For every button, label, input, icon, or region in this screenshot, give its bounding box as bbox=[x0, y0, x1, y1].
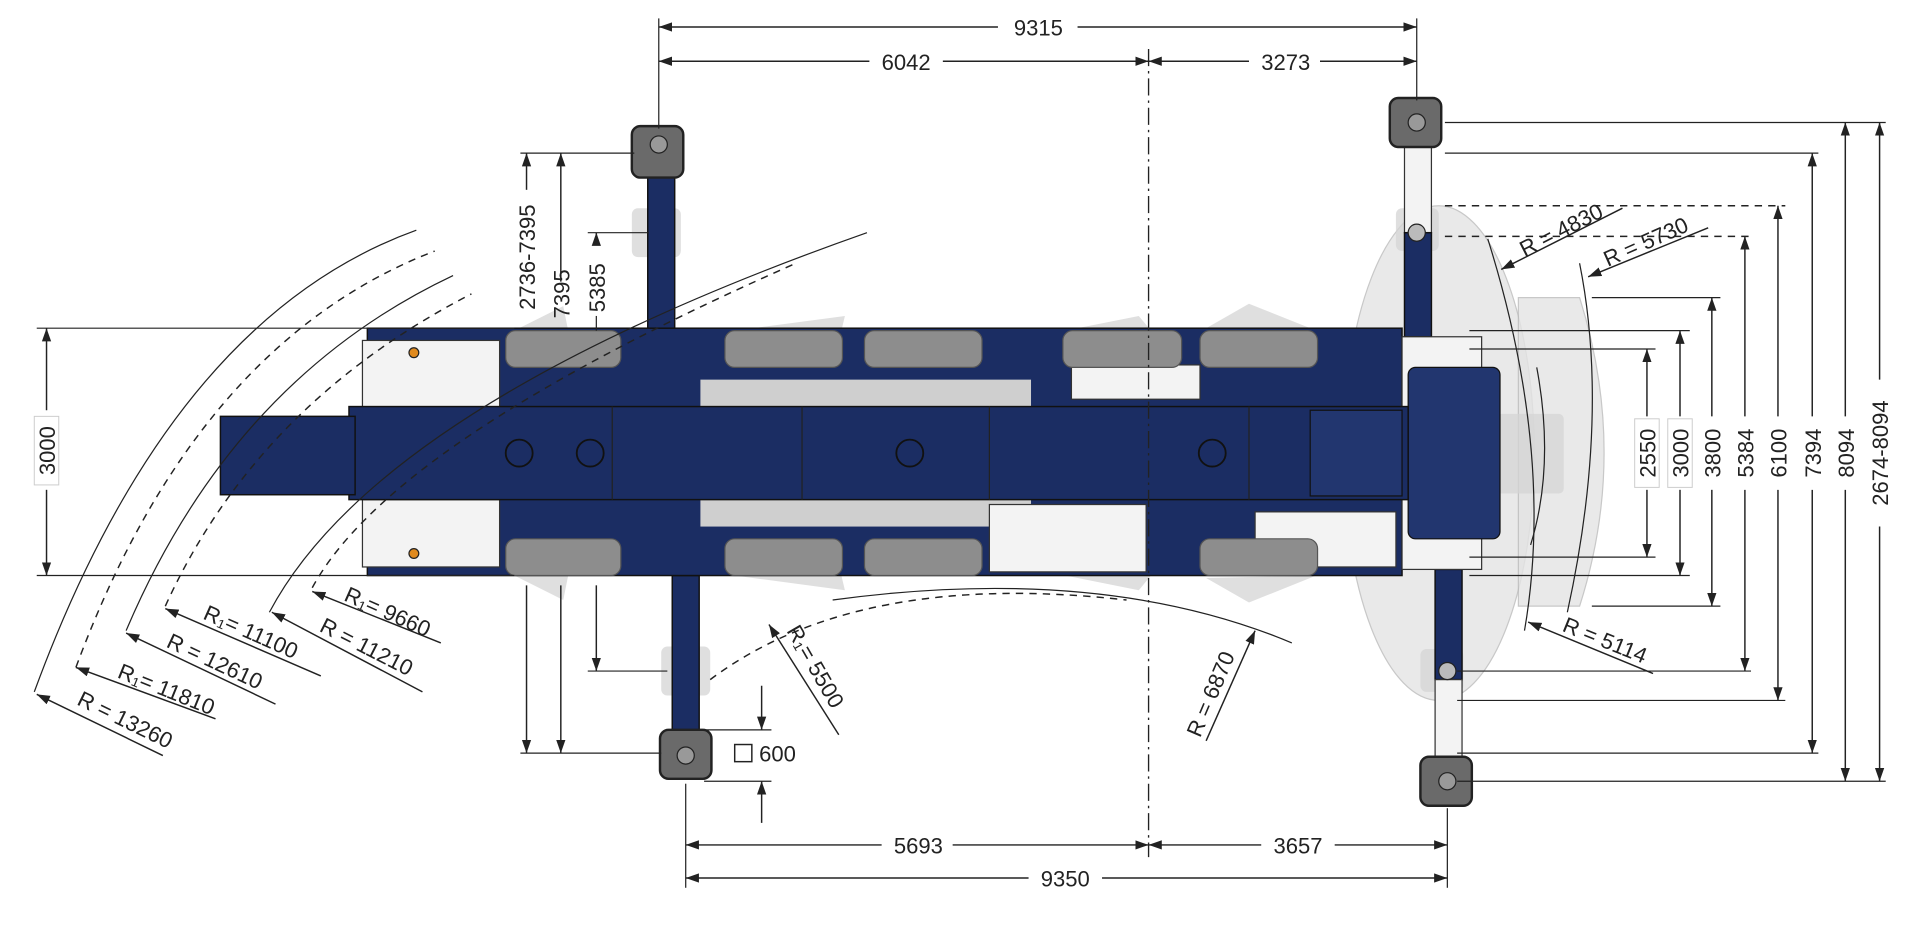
indicator-light-icon bbox=[408, 347, 420, 359]
dim-right-range: 2674-8094 bbox=[1868, 400, 1893, 505]
dim-left-outrigger-full: 7395 bbox=[549, 269, 574, 318]
indicator-light-icon bbox=[408, 547, 420, 560]
dim-bottom-total: 9350 bbox=[1041, 867, 1090, 892]
dim-right-8094: 8094 bbox=[1834, 429, 1859, 478]
outrigger-front-right bbox=[658, 574, 713, 781]
dim-right-5384: 5384 bbox=[1733, 429, 1758, 478]
dim-top-total: 9315 bbox=[1014, 16, 1063, 41]
bottom-dimensions: 5693 3657 9350 bbox=[685, 783, 1448, 892]
radius-r-4830: R = 4830 bbox=[1515, 198, 1607, 261]
dim-top-rear: 3273 bbox=[1261, 50, 1310, 75]
dim-right-3000: 3000 bbox=[1669, 429, 1694, 478]
radius-r-5730: R = 5730 bbox=[1600, 212, 1692, 271]
swing-radius-arcs bbox=[33, 229, 1593, 693]
tires bbox=[505, 330, 1319, 577]
radius-r-5114: R = 5114 bbox=[1559, 612, 1650, 668]
radius-r-6870: R = 6870 bbox=[1182, 648, 1240, 741]
right-dimensions: 2550 3000 3800 5384 6100 7394 8094 2674-… bbox=[1444, 121, 1893, 782]
pad-size-dimension: 600 bbox=[704, 685, 796, 823]
dim-pad-size: 600 bbox=[759, 742, 796, 767]
dim-left-width: 3000 bbox=[35, 426, 60, 475]
left-width-dimension: 3000 bbox=[33, 327, 515, 577]
outrigger-front-left bbox=[630, 124, 685, 332]
dim-right-2550: 2550 bbox=[1636, 429, 1661, 478]
dim-top-front: 6042 bbox=[882, 50, 931, 75]
top-dimensions: 9315 6042 3273 bbox=[658, 16, 1418, 129]
dim-left-outrigger-range: 2736-7395 bbox=[515, 204, 540, 309]
dim-right-7394: 7394 bbox=[1801, 429, 1826, 478]
outrigger-rear-right bbox=[1419, 568, 1474, 807]
dim-right-3800: 3800 bbox=[1700, 429, 1725, 478]
dim-bottom-front: 5693 bbox=[894, 834, 943, 859]
outrigger-rear-left bbox=[1388, 96, 1443, 338]
square-symbol-icon bbox=[733, 743, 753, 763]
dim-right-6100: 6100 bbox=[1767, 429, 1792, 478]
boom bbox=[219, 405, 1409, 501]
dim-bottom-rear: 3657 bbox=[1273, 834, 1322, 859]
dim-left-outrigger-mid: 5385 bbox=[585, 263, 610, 312]
left-outrigger-dimensions: 2736-7395 7395 5385 bbox=[515, 152, 668, 754]
